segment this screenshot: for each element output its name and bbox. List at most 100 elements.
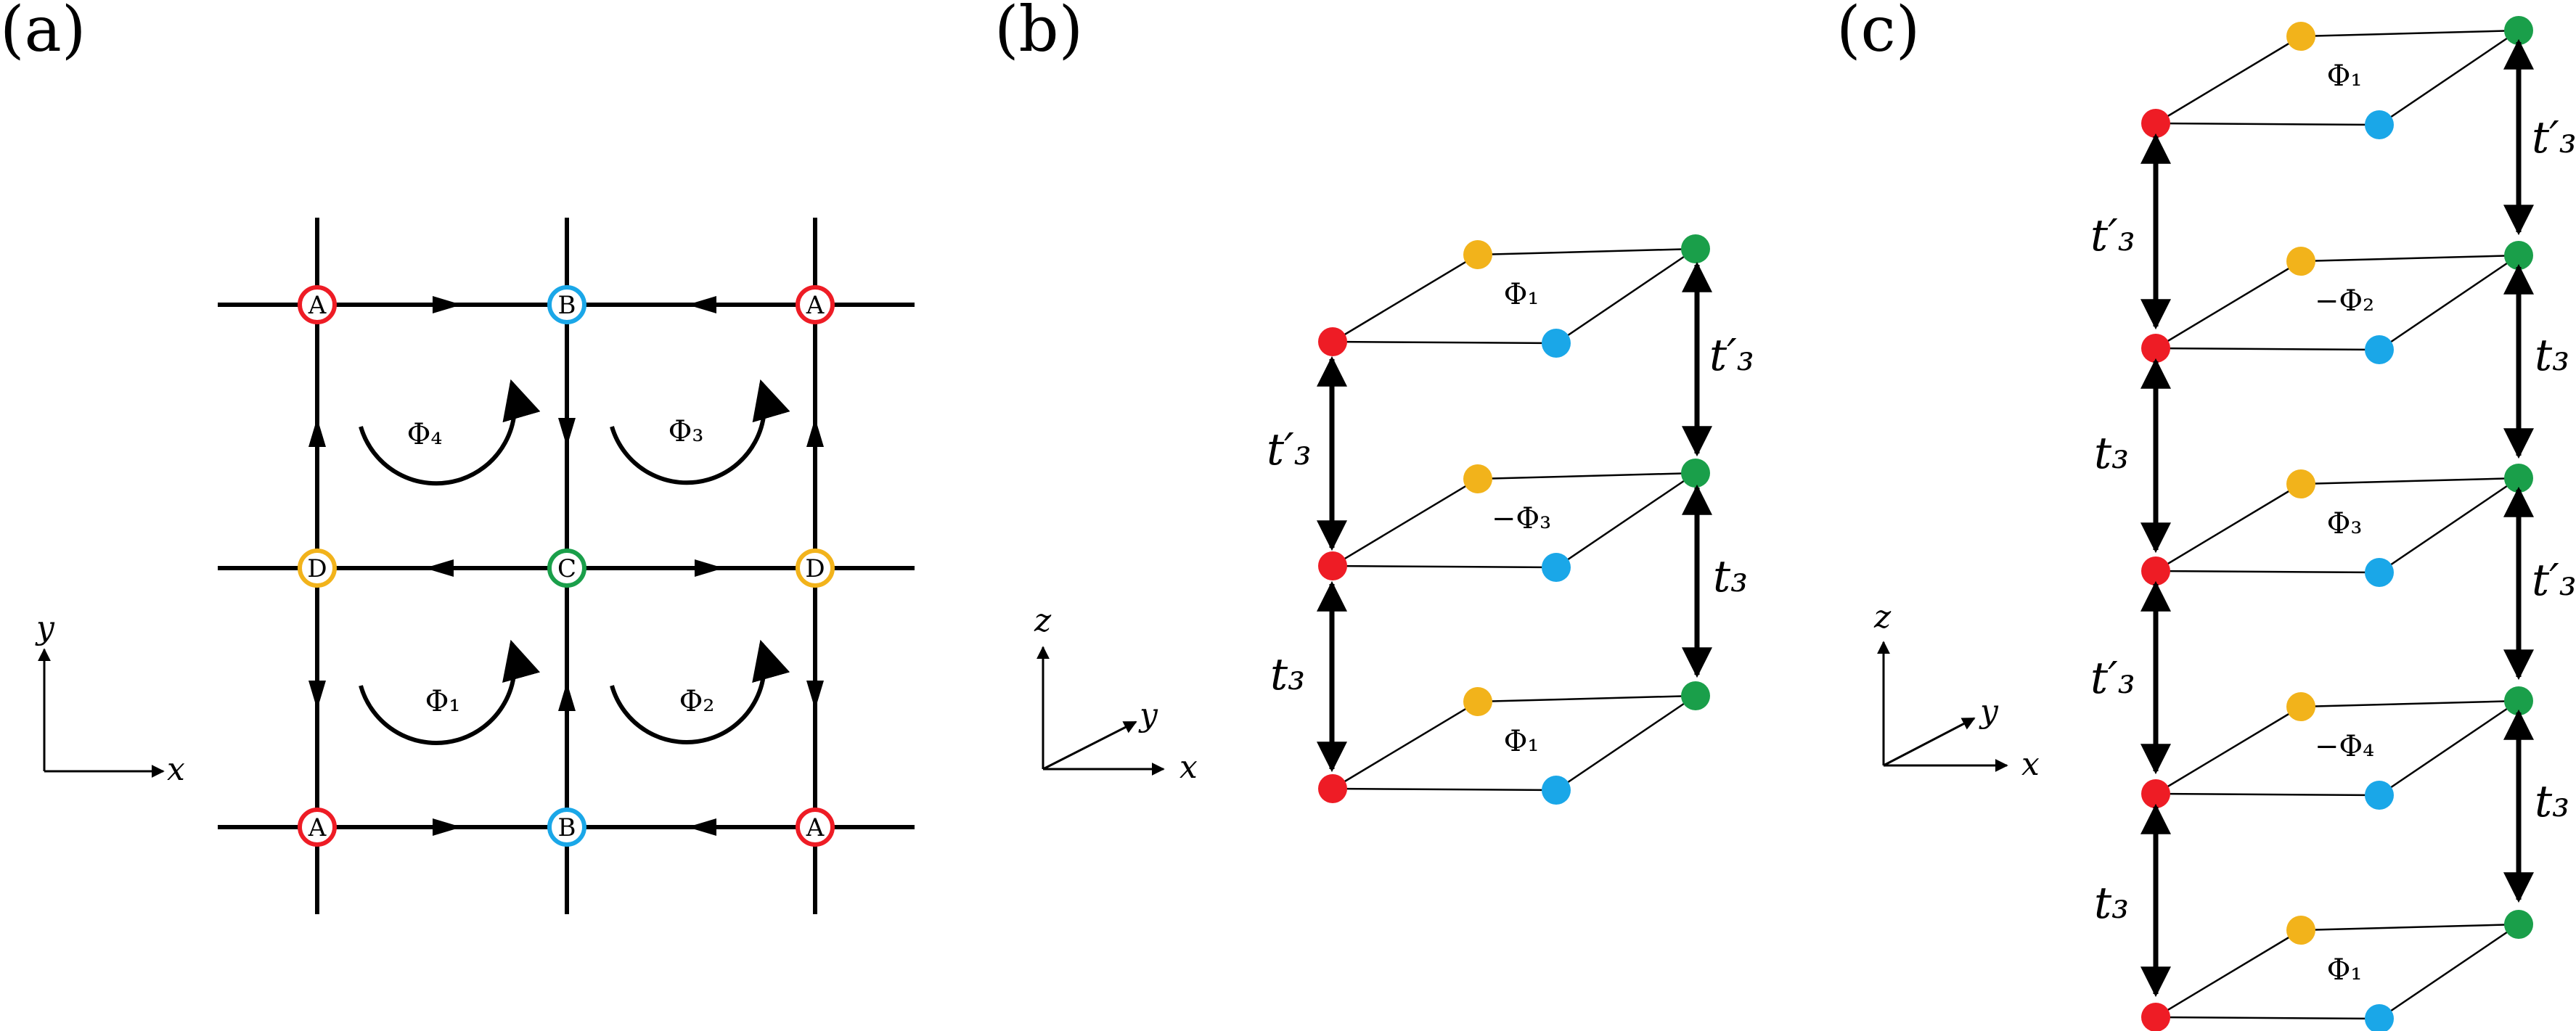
site-label: C bbox=[557, 554, 576, 583]
plaquette-edge bbox=[1477, 247, 1696, 256]
panel-c-label: (c) bbox=[1836, 0, 1920, 66]
panel-c-axes: z y x bbox=[1873, 599, 2040, 783]
flux-circulation-arrow bbox=[610, 639, 790, 745]
site-label: A bbox=[308, 813, 327, 842]
hopping-label: t₃ bbox=[2094, 428, 2129, 479]
flux-label: Φ₂ bbox=[679, 685, 715, 718]
panel-a: (a) bbox=[0, 0, 915, 914]
plaquette-edge bbox=[2155, 482, 2302, 572]
panel-b-hoppings bbox=[1317, 261, 1712, 773]
plaquette-edge bbox=[1332, 340, 1557, 345]
panel-a-bond-arrows bbox=[308, 296, 824, 836]
site-D bbox=[2286, 916, 2315, 945]
plaquette-edge bbox=[1555, 247, 1696, 345]
site-C bbox=[1681, 234, 1710, 263]
plaquette-edge bbox=[2300, 254, 2519, 263]
plaquette-edge bbox=[1332, 564, 1557, 569]
site-C bbox=[547, 549, 586, 588]
axis-label-x: x bbox=[1179, 749, 1198, 786]
panel-b-label: (b) bbox=[994, 0, 1083, 66]
site-C bbox=[1681, 459, 1710, 488]
plaquette-edge bbox=[1332, 477, 1479, 567]
stack-layer: Φ₃ bbox=[2141, 464, 2533, 587]
hopping-label: t′₃ bbox=[1709, 330, 1754, 381]
panel-a-label: (a) bbox=[0, 0, 86, 66]
site-label: A bbox=[806, 813, 825, 842]
bond-arrow-down bbox=[806, 681, 824, 710]
hopping-label: t′₃ bbox=[2532, 112, 2576, 163]
site-D bbox=[1463, 240, 1492, 269]
site-B bbox=[2365, 335, 2394, 364]
axis-label-y: y bbox=[35, 609, 55, 646]
site-C bbox=[2504, 910, 2533, 939]
panel-a-site-labels: A B A D C D A B A bbox=[307, 291, 825, 842]
layer-flux-label: −Φ₃ bbox=[1492, 502, 1551, 535]
bond-arrow-left bbox=[687, 296, 716, 313]
site-A bbox=[1318, 551, 1347, 580]
plaquette-edge bbox=[1332, 253, 1479, 343]
site-B bbox=[547, 285, 586, 324]
panel-a-axes: y x bbox=[35, 609, 185, 788]
hopping-label: t′₃ bbox=[2090, 653, 2135, 704]
plaquette-edge bbox=[1332, 787, 1557, 792]
layer-flux-label: Φ₁ bbox=[2327, 953, 2363, 987]
site-A bbox=[2141, 334, 2170, 363]
site-A bbox=[1318, 327, 1347, 356]
plaquette-edge bbox=[1477, 694, 1696, 703]
layer-flux-label: Φ₁ bbox=[1504, 278, 1540, 311]
plaquette-edge bbox=[2155, 347, 2380, 351]
site-A bbox=[2141, 779, 2170, 808]
layer-flux-label: −Φ₂ bbox=[2315, 284, 2374, 318]
site-C bbox=[1681, 681, 1710, 710]
stack-layer: Φ₁ bbox=[2141, 16, 2533, 139]
bond-arrow-up bbox=[308, 418, 326, 447]
bond-arrow-right bbox=[695, 559, 724, 577]
bond-arrow-down bbox=[558, 418, 576, 447]
flux-circulation-arrow bbox=[610, 379, 790, 485]
plaquette-edge bbox=[1477, 472, 1696, 480]
axis-label-z: z bbox=[1034, 602, 1052, 639]
site-A bbox=[298, 285, 337, 324]
axis-label-x: x bbox=[167, 751, 185, 788]
bond-arrow-right bbox=[433, 818, 462, 836]
site-A bbox=[796, 285, 835, 324]
flux-label: Φ₄ bbox=[407, 418, 443, 451]
axis-label-x: x bbox=[2021, 746, 2040, 783]
site-A bbox=[796, 808, 835, 847]
plaquette-edge bbox=[2155, 705, 2302, 795]
stack-layer: −Φ₂ bbox=[2141, 241, 2533, 364]
site-label: A bbox=[806, 291, 825, 320]
site-B bbox=[1542, 329, 1571, 358]
flux-label: Φ₃ bbox=[668, 415, 704, 448]
site-B bbox=[1542, 553, 1571, 582]
site-label: B bbox=[558, 813, 576, 842]
axis-label-y: y bbox=[1979, 693, 1999, 730]
panel-c-hoppings bbox=[2140, 38, 2534, 998]
plaquette-edge bbox=[1555, 694, 1696, 792]
plaquette-edge bbox=[2379, 254, 2519, 351]
plaquette-edge bbox=[2379, 923, 2519, 1020]
site-D bbox=[2286, 469, 2315, 498]
site-B bbox=[2365, 110, 2394, 139]
plaquette-edge bbox=[2155, 260, 2302, 350]
layer-flux-label: Φ₁ bbox=[1504, 725, 1540, 758]
site-A bbox=[2141, 109, 2170, 138]
hopping-label: t′₃ bbox=[2090, 210, 2135, 261]
site-B bbox=[1542, 776, 1571, 805]
site-A bbox=[2141, 1003, 2170, 1031]
bond-arrow-up bbox=[558, 682, 576, 711]
plaquette-edge bbox=[2155, 122, 2380, 126]
site-B bbox=[2365, 558, 2394, 587]
panel-b-axes: z y x bbox=[1034, 602, 1198, 786]
plaquette-edge bbox=[2300, 699, 2519, 708]
site-C bbox=[2504, 686, 2533, 715]
flux-circulation-arrow bbox=[359, 639, 540, 745]
site-A bbox=[1318, 774, 1347, 803]
stack-layer: Φ₁ bbox=[2141, 910, 2533, 1031]
axis-label-y: y bbox=[1138, 697, 1158, 734]
site-label: D bbox=[805, 554, 825, 583]
hopping-label: t₃ bbox=[2094, 878, 2129, 929]
hopping-label: t₃ bbox=[2535, 776, 2569, 827]
